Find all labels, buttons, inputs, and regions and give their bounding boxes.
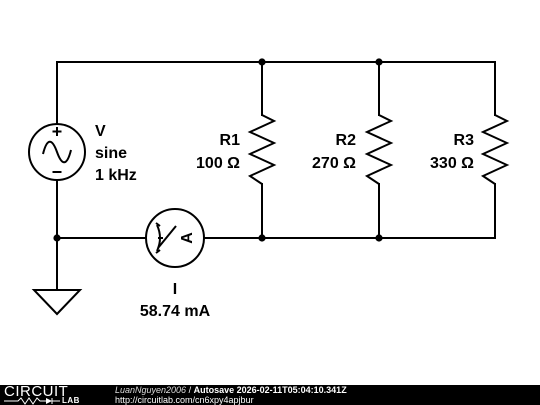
r2-value-label: 270 Ω (312, 155, 356, 172)
logo-resistor-icon (4, 397, 60, 405)
source-name-label: V (95, 123, 106, 140)
top-wire (56, 61, 496, 125)
footer-info: LuanNguyen2006 / Autosave 2026-02-11T05:… (115, 385, 347, 395)
r3-name-label: R3 (454, 132, 475, 149)
footer-separator: / (186, 385, 194, 395)
ammeter-name-label: I (173, 281, 177, 298)
resistor-r2[interactable] (364, 114, 394, 185)
junction-dot (375, 58, 383, 66)
wires (56, 61, 496, 291)
author-name[interactable]: LuanNguyen2006 (115, 385, 187, 395)
circuit-title: Autosave 2026-02-11T05:04:10.341Z (193, 385, 347, 395)
r2-name-label: R2 (336, 132, 357, 149)
schematic-canvas: V sine 1 kHz R1 100 Ω R2 270 Ω R3 330 Ω … (28, 58, 510, 320)
meter-needle-icon (157, 225, 177, 249)
circuit-url-link[interactable]: http://circuitlab.com/cn6xpy4apjbur (115, 395, 254, 405)
ammeter-symbol: A (179, 232, 196, 244)
resistor-r3[interactable] (480, 114, 510, 185)
ammeter-reading-label: 58.74 mA (140, 303, 211, 320)
logo-text-circuit: CIRCUIT (4, 383, 69, 400)
source-frequency-label: 1 kHz (95, 167, 137, 184)
junction-dot (375, 234, 383, 242)
r3-value-label: 330 Ω (430, 155, 474, 172)
logo-text-lab: LAB (62, 396, 80, 405)
r1-value-label: 100 Ω (196, 155, 240, 172)
ground-icon (31, 289, 83, 316)
ammeter[interactable]: A (145, 208, 205, 268)
r1-name-label: R1 (220, 132, 241, 149)
sine-wave-icon (42, 140, 72, 164)
resistor-r1[interactable] (247, 114, 277, 185)
footer-bar: CIRCUIT LAB LuanNguyen2006 / Autosave 20… (0, 383, 540, 405)
circuit-schematic: V sine 1 kHz R1 100 Ω R2 270 Ω R3 330 Ω … (28, 58, 510, 320)
bottom-wire (204, 183, 496, 239)
sine-voltage-source[interactable] (28, 123, 86, 181)
circuitlab-logo[interactable]: CIRCUIT LAB (4, 383, 104, 405)
junction-dot (258, 234, 266, 242)
junction-dot (53, 234, 61, 242)
source-type-label: sine (95, 145, 127, 162)
junction-dot (258, 58, 266, 66)
